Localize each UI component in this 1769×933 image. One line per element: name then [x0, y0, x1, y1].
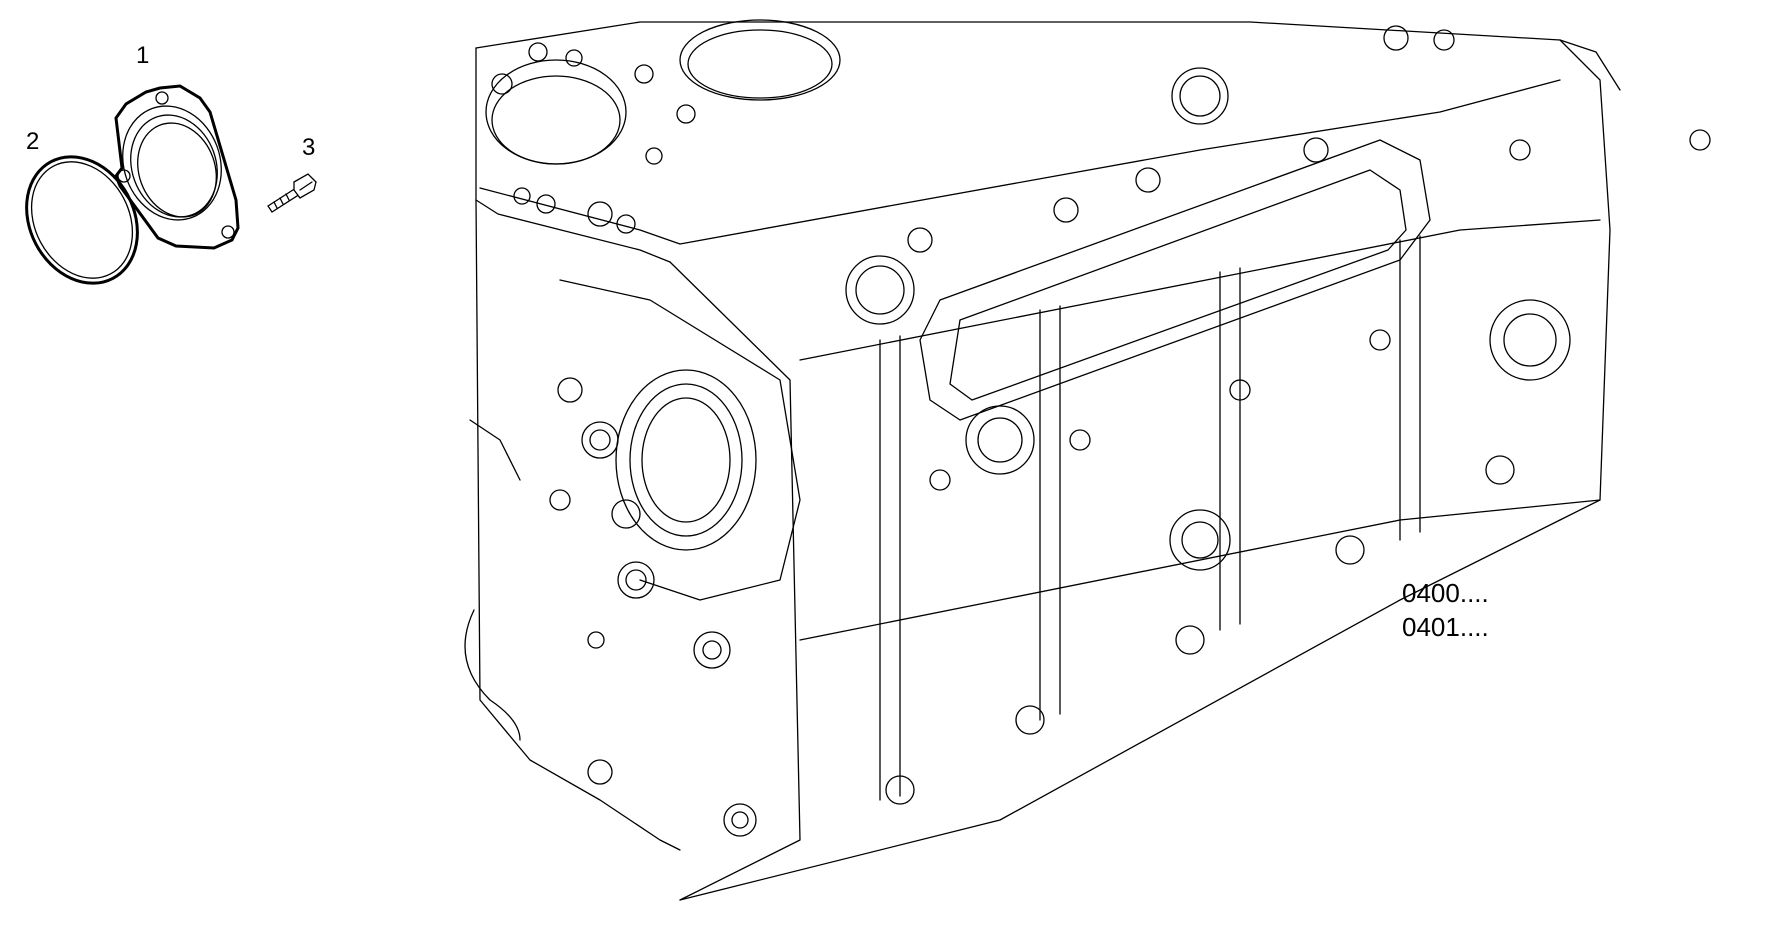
reference-code-0401: 0401....: [1402, 612, 1489, 642]
o-ring-part: [25, 155, 139, 285]
cover-part: [114, 84, 240, 250]
screw-part: [267, 173, 317, 213]
callout-1: 1: [136, 42, 150, 69]
reference-codes: 0400.... 0401....: [1402, 576, 1489, 644]
callout-3: 3: [302, 134, 316, 161]
engine-block: [464, 19, 1711, 901]
callout-2: 2: [26, 128, 40, 155]
reference-code-0400: 0400....: [1402, 578, 1489, 608]
